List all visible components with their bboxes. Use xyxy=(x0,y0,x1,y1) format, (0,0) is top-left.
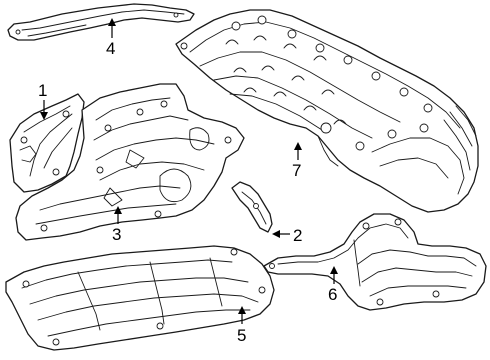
callout-5: 5 xyxy=(237,326,247,345)
part-2-small-bracket xyxy=(231,181,273,233)
part-5-underbody-heat-shield xyxy=(5,245,275,351)
leader-line-6 xyxy=(330,266,338,284)
leader-line-1 xyxy=(40,100,48,120)
leader-line-7 xyxy=(294,142,302,160)
leader-line-5 xyxy=(238,306,246,324)
part-7-manifold-heat-shield xyxy=(175,9,479,213)
part-3-engine-heat-shield xyxy=(15,83,245,241)
callout-3: 3 xyxy=(112,225,122,244)
callout-7: 7 xyxy=(292,161,302,180)
part-1-bracket-shield xyxy=(9,93,85,193)
part-6-catalyst-heat-shield xyxy=(263,213,487,311)
callout-1: 1 xyxy=(38,81,48,100)
leader-line-3 xyxy=(114,206,122,224)
leader-line-4 xyxy=(108,18,116,38)
callout-6: 6 xyxy=(328,285,338,304)
callout-4: 4 xyxy=(106,39,116,58)
part-4-heat-shield-strip xyxy=(7,3,195,41)
callout-2: 2 xyxy=(293,226,303,245)
leader-line-2 xyxy=(272,230,290,238)
